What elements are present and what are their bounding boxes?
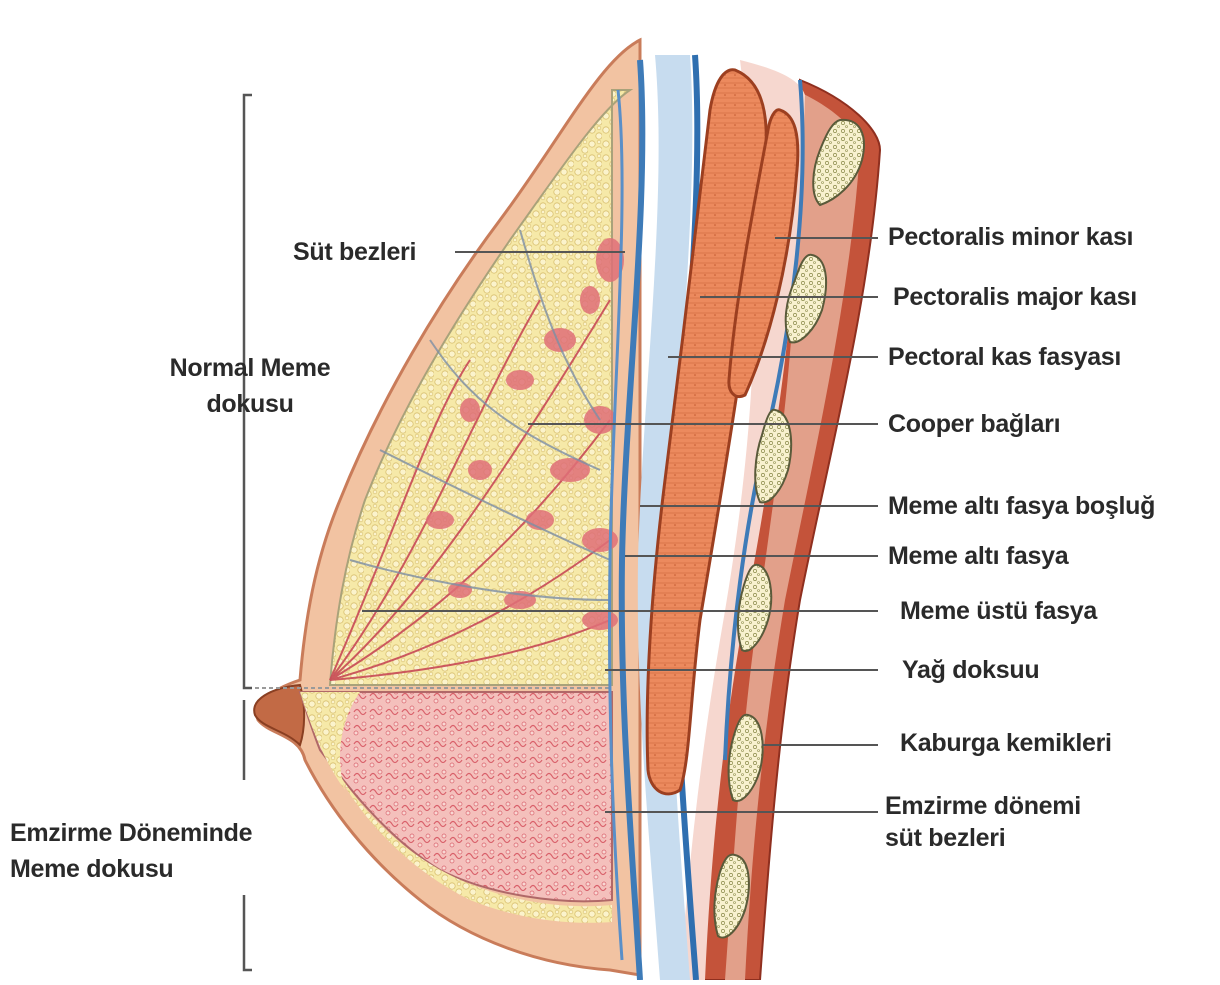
label-normal-meme: Normal Meme dokusu: [140, 350, 360, 422]
label-pectoral-fasya: Pectoral kas fasyası: [888, 340, 1121, 374]
label-meme-alti-bosluk: Meme altı fasya boşluğ: [888, 489, 1220, 523]
label-pectoralis-major: Pectoralis major kası: [893, 280, 1137, 314]
label-emzirme-donemi-line2: süt bezleri: [885, 820, 1081, 856]
label-kaburga: Kaburga kemikleri: [900, 726, 1112, 760]
label-normal-meme-line2: dokusu: [140, 386, 360, 422]
label-normal-meme-line1: Normal Meme: [140, 350, 360, 386]
nipple: [254, 685, 304, 745]
label-meme-ustu-fasya: Meme üstü fasya: [900, 594, 1097, 628]
label-emzirme-donemi: Emzirme dönemi süt bezleri: [885, 788, 1081, 856]
label-meme-alti-fasya: Meme altı fasya: [888, 539, 1068, 573]
label-emzirme-doneminde: Emzirme Döneminde Meme dokusu: [10, 815, 252, 887]
label-emzirme-line1: Emzirme Döneminde: [10, 815, 252, 851]
label-cooper: Cooper bağları: [888, 407, 1060, 441]
label-yag-doksuu: Yağ doksuu: [902, 653, 1039, 687]
bracket-lactating-low: [244, 895, 252, 970]
normal-fat-tissue: [330, 90, 630, 685]
label-emzirme-line2: Meme dokusu: [10, 851, 252, 887]
label-emzirme-donemi-line1: Emzirme dönemi: [885, 788, 1081, 824]
label-sut-bezleri: Süt bezleri: [293, 235, 416, 269]
label-pectoralis-minor: Pectoralis minor kası: [888, 220, 1133, 254]
